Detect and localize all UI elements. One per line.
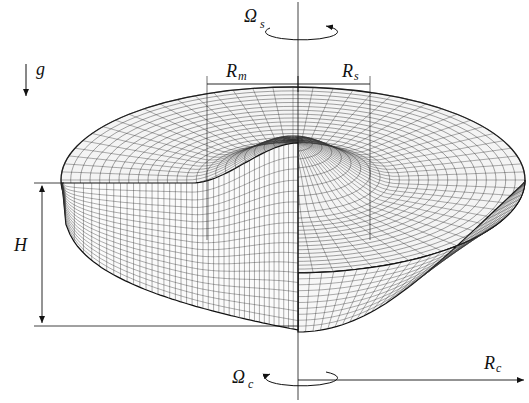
mesh-line: [62, 180, 298, 207]
mesh-radial: [160, 104, 293, 149]
mesh-radial: [293, 140, 442, 251]
mesh-line: [259, 155, 260, 322]
angular-velocity-symbol: Ω: [232, 368, 245, 386]
gravity-symbol: g: [36, 60, 45, 78]
mesh-radial: [214, 93, 293, 145]
mesh-radial: [233, 90, 293, 143]
mesh-line: [298, 180, 525, 284]
mesh-line: [62, 183, 298, 311]
rotation-arrow: [266, 372, 338, 386]
mesh-line: [62, 183, 298, 243]
subscript: c: [248, 378, 253, 390]
extension-line: [207, 76, 208, 240]
mesh-line: [62, 183, 298, 257]
mesh-line: [298, 181, 525, 291]
dimension-line: [42, 186, 43, 323]
mesh-line: [298, 182, 525, 321]
mesh-line: [62, 183, 298, 302]
mesh-radial: [293, 87, 294, 142]
mesh-line: [62, 183, 298, 236]
radius-symbol: R: [226, 62, 237, 80]
mesh-line: [62, 183, 298, 229]
mesh-radial: [293, 140, 522, 196]
mesh-radial: [195, 96, 293, 146]
mesh-line: [62, 183, 298, 283]
mesh-line: [62, 183, 298, 292]
mesh-radial: [253, 88, 293, 142]
mesh-radial: [293, 140, 525, 180]
mesh-line: [278, 146, 279, 326]
mesh-radial: [293, 140, 353, 270]
mesh-radial: [293, 140, 524, 176]
rotation-axis: [298, 2, 299, 400]
subscript: s: [260, 18, 265, 30]
mesh-radial: [293, 140, 517, 170]
mesh-radial: [293, 140, 511, 167]
mesh-radial: [293, 140, 333, 272]
mesh-line: [62, 169, 298, 200]
mesh-line: [283, 145, 284, 327]
mesh-line: [298, 181, 525, 314]
dimension-line: [298, 380, 524, 381]
mesh-radial: [293, 127, 483, 158]
extension-line: [34, 326, 298, 327]
radius-symbol: R: [342, 62, 353, 80]
mesh-line: [298, 181, 525, 303]
mesh-radial: [293, 134, 494, 161]
mesh-radial: [293, 140, 457, 246]
mesh-line: [298, 180, 525, 279]
mesh-line: [62, 183, 298, 264]
mesh-radial: [293, 90, 353, 143]
mesh-line: [298, 181, 525, 297]
mesh-radial: [177, 100, 293, 147]
mesh-radial: [293, 88, 333, 142]
mesh-radial: [293, 139, 503, 163]
mesh-line: [298, 181, 525, 308]
subscript: s: [354, 70, 359, 82]
mesh-line: [62, 183, 298, 222]
mesh-radial: [293, 140, 494, 227]
extension-line: [370, 76, 371, 240]
mesh-radial: [273, 87, 293, 142]
mesh-radial: [293, 93, 372, 145]
radius-symbol: R: [484, 354, 495, 372]
gravity-arrow: [26, 64, 27, 96]
mesh: [61, 87, 525, 332]
outer-wall: [298, 180, 525, 332]
mesh-radial: [293, 140, 391, 264]
mesh-radial: [293, 140, 426, 256]
mesh-line: [298, 182, 525, 326]
subscript: c: [496, 362, 501, 374]
height-symbol: H: [14, 236, 27, 254]
extension-line: [34, 183, 64, 184]
mesh-radial: [293, 140, 483, 233]
mesh-radial: [293, 140, 522, 173]
tick: [298, 76, 299, 92]
mesh-line: [62, 183, 298, 273]
mesh-line: [62, 183, 298, 321]
mesh-line: [62, 183, 298, 215]
subscript: m: [238, 70, 247, 82]
dimension-line: [207, 84, 370, 85]
mesh-line: [62, 157, 298, 192]
mesh-radial: [293, 87, 313, 142]
rotation-arrow: [266, 26, 338, 40]
section-face: [62, 143, 298, 330]
angular-velocity-symbol: Ω: [244, 7, 257, 25]
